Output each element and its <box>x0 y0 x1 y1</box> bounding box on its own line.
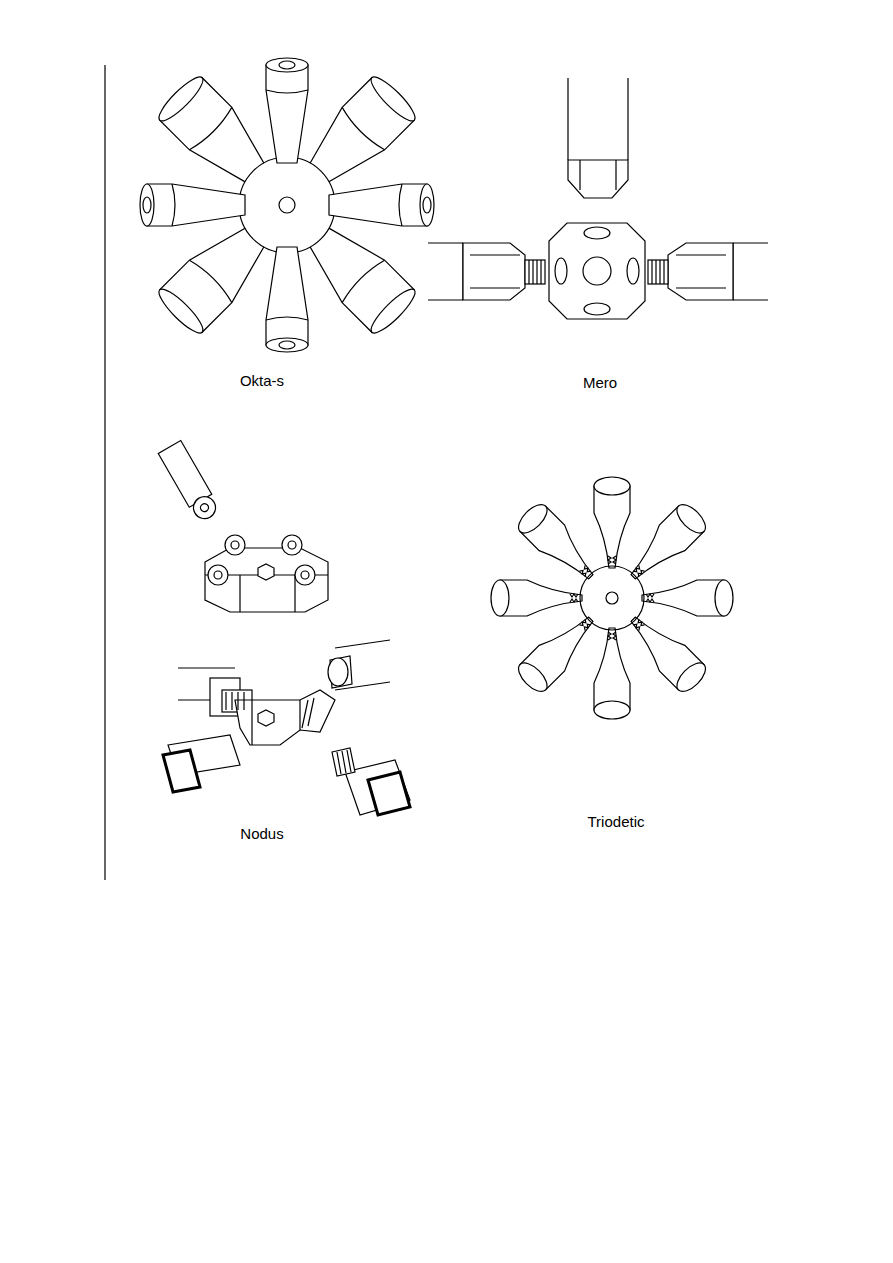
nodus-node <box>158 441 410 815</box>
mero-node <box>428 78 768 319</box>
triodetic-node <box>491 477 733 719</box>
caption-label: Okta-s <box>240 372 284 390</box>
caption-label: Triodetic <box>588 813 645 831</box>
okta-s-node <box>140 58 434 352</box>
caption-label: Mero <box>583 374 617 392</box>
caption-label: Nodus <box>240 825 283 843</box>
margin-rule <box>104 65 105 880</box>
